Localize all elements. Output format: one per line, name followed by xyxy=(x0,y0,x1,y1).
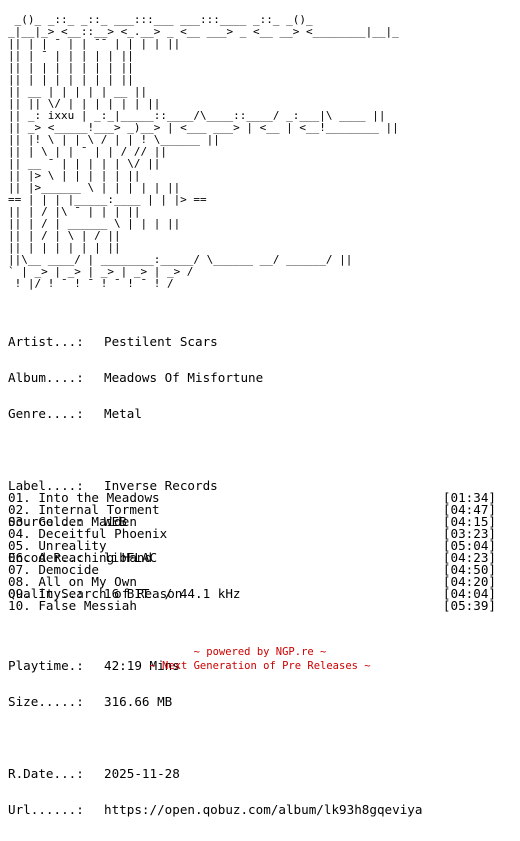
track-duration: [05:39] xyxy=(442,598,496,613)
footer-tagline: ~ Next Generation of Pre Releases ~ xyxy=(149,660,371,672)
track-row: 01. Into the Meadows [01:34] xyxy=(8,490,496,505)
track-row: 09. In Search of Reason [04:04] xyxy=(8,586,496,601)
album-row: Album....: Meadows Of Misfortune xyxy=(8,370,422,385)
track-duration: [04:20] xyxy=(442,574,496,589)
track-title: 04. Deceitful Phoenix xyxy=(8,526,168,541)
artist-value: Pestilent Scars xyxy=(104,334,218,349)
quality-label: Quality..: xyxy=(8,586,84,601)
track-row: 06. A Reaching Hand [04:23] xyxy=(8,550,496,565)
url-value[interactable]: https://open.qobuz.com/album/lk93h8gqevi… xyxy=(104,802,423,817)
track-duration: [03:23] xyxy=(442,526,496,541)
label-row: Label....: Inverse Records xyxy=(8,478,422,493)
track-duration: [04:04] xyxy=(442,586,496,601)
track-duration: [01:34] xyxy=(442,490,496,505)
track-duration: [04:50] xyxy=(442,562,496,577)
track-row: 08. All on My Own [04:20] xyxy=(8,574,496,589)
playtime-label: Playtime.: xyxy=(8,658,84,673)
url-row: Url......: https://open.qobuz.com/album/l… xyxy=(8,802,423,817)
size-row: Size.....: 316.66 MB xyxy=(8,694,422,709)
artist-label: Artist...: xyxy=(8,334,84,349)
quality-value: 16 BIT / 44.1 kHz xyxy=(104,586,241,601)
track-duration: [04:15] xyxy=(442,514,496,529)
track-title: 06. A Reaching Hand xyxy=(8,550,153,565)
artist-row: Artist...: Pestilent Scars xyxy=(8,334,422,349)
track-title: 05. Unreality xyxy=(8,538,107,553)
label-value: Inverse Records xyxy=(104,478,218,493)
track-row: 10. False Messiah [05:39] xyxy=(8,598,496,613)
quality-row: Quality..: 16 BIT / 44.1 kHz xyxy=(8,586,422,601)
track-title: 01. Into the Meadows xyxy=(8,490,160,505)
label-label: Label....: xyxy=(8,478,84,493)
encoder-label: Encoder..: xyxy=(8,550,84,565)
album-value: Meadows Of Misfortune xyxy=(104,370,264,385)
url-label: Url......: xyxy=(8,802,84,817)
track-duration: [05:04] xyxy=(442,538,496,553)
spacer xyxy=(8,732,422,744)
nfo-document: _()_ _::_ _::_ ___:::___ ___:::____ _::_… xyxy=(8,13,496,816)
ascii-art-logo: _()_ _::_ _::_ ___:::___ ___:::____ _::_… xyxy=(8,13,399,290)
tracklist: 01. Into the Meadows [01:34] 02. Internal… xyxy=(8,490,496,613)
rdate-value: 2025-11-28 xyxy=(104,766,180,781)
spacer xyxy=(8,444,422,456)
encoder-value: libFLAC xyxy=(104,550,158,565)
rdate-label: R.Date...: xyxy=(8,766,84,781)
track-title: 08. All on My Own xyxy=(8,574,137,589)
track-row: 03. Golden Maiden [04:15] xyxy=(8,514,496,529)
playtime-value: 42:19 Mins xyxy=(104,658,180,673)
source-row: Source...: WEB xyxy=(8,514,422,529)
playtime-row: Playtime.: 42:19 Mins xyxy=(8,658,422,673)
genre-value: Metal xyxy=(104,406,142,421)
spacer xyxy=(8,624,422,636)
source-label: Source...: xyxy=(8,514,84,529)
track-title: 02. Internal Torment xyxy=(8,502,160,517)
footer-powered-by: ~ powered by NGP.re ~ xyxy=(193,646,327,658)
size-value: 316.66 MB xyxy=(104,694,173,709)
track-title: 07. Democide xyxy=(8,562,99,577)
track-row: 04. Deceitful Phoenix [03:23] xyxy=(8,526,496,541)
track-title: 09. In Search of Reason xyxy=(8,586,183,601)
track-row: 07. Democide [04:50] xyxy=(8,562,496,577)
genre-row: Genre....: Metal xyxy=(8,406,422,421)
source-value: WEB xyxy=(104,514,127,529)
track-row: 05. Unreality [05:04] xyxy=(8,538,496,553)
rdate-row: R.Date...: 2025-11-28 xyxy=(8,766,422,781)
track-row: 02. Internal Torment [04:47] xyxy=(8,502,496,517)
album-label: Album....: xyxy=(8,370,84,385)
genre-label: Genre....: xyxy=(8,406,84,421)
track-title: 10. False Messiah xyxy=(8,598,137,613)
encoder-row: Encoder..: libFLAC xyxy=(8,550,422,565)
size-label: Size.....: xyxy=(8,694,84,709)
track-title: 03. Golden Maiden xyxy=(8,514,137,529)
track-duration: [04:47] xyxy=(442,502,496,517)
track-duration: [04:23] xyxy=(442,550,496,565)
